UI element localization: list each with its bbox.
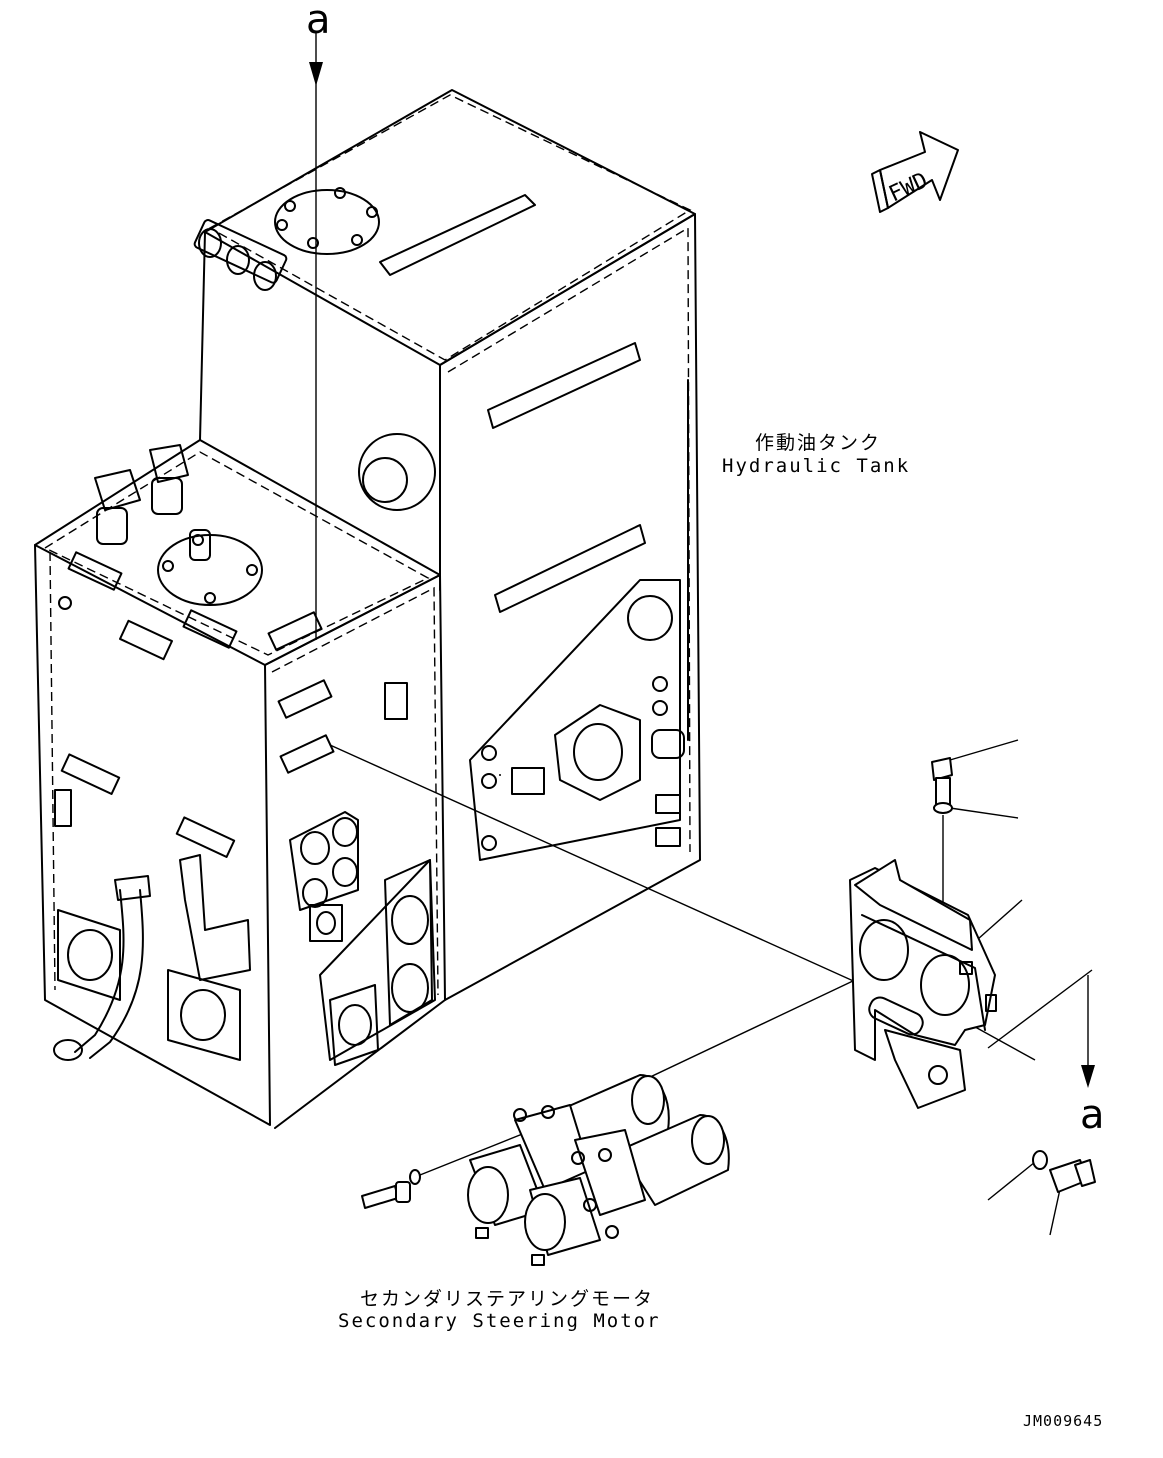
secondary-steering-motor [467, 1074, 730, 1266]
steering-motor-label-jp: セカンダリステアリングモータ [360, 1288, 655, 1310]
bolt-bottom-right [1032, 1150, 1096, 1193]
hydraulic-tank [193, 89, 701, 1001]
callout-a-right: a [1080, 1092, 1105, 1138]
breathers [193, 219, 288, 291]
front-tank [34, 439, 446, 1129]
hydraulic-tank-label-jp: 作動油タンク [755, 432, 882, 454]
steering-motor-label-en: Secondary Steering Motor [338, 1310, 661, 1332]
top-leader-line [309, 32, 323, 640]
callout-a-top: a [306, 0, 331, 43]
fwd-arrow-icon [871, 131, 959, 213]
drawing-number: JM009645 [1023, 1412, 1104, 1430]
bolt-top [931, 757, 953, 814]
bolt-motor [361, 1169, 421, 1209]
steering-motor-bracket [849, 859, 997, 1109]
hydraulic-tank-label-en: Hydraulic Tank [722, 455, 911, 477]
